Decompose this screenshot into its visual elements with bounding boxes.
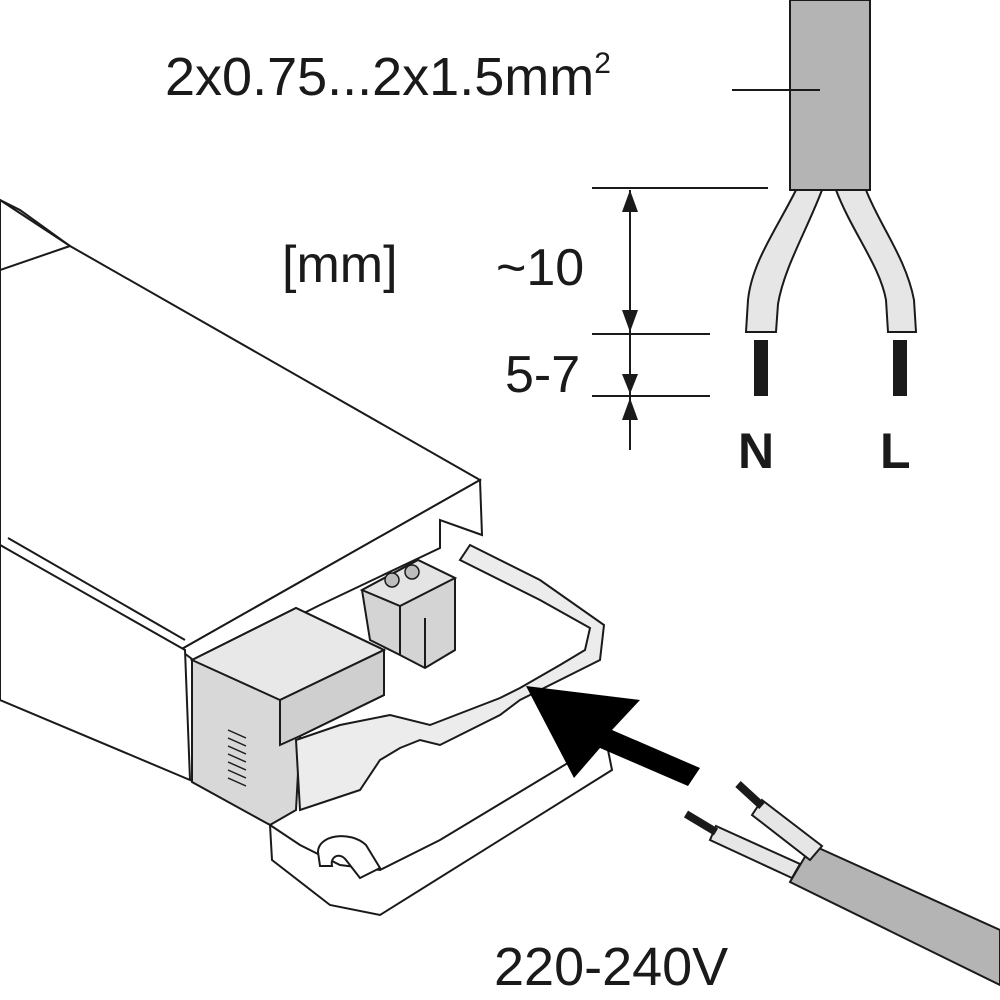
strain-relief-frame — [294, 543, 606, 812]
housing-long-edge — [7, 537, 186, 641]
dim-arrow-down-strip — [622, 374, 638, 394]
conductor-l — [893, 340, 907, 396]
mains-wire-upper — [750, 798, 824, 862]
mains-cable-sheath — [788, 843, 1000, 987]
conductor-strip-length-label: 5-7 — [505, 346, 580, 404]
terminal-release-right — [404, 564, 420, 580]
wire-l-insulation — [834, 189, 918, 333]
live-label: L — [880, 423, 911, 479]
dim-arrow-up-top — [622, 190, 638, 212]
dim-arrow-down-mid — [622, 310, 638, 332]
insert-arrow — [526, 686, 700, 786]
conductor-n — [754, 340, 768, 396]
terminal-block-side — [279, 648, 385, 747]
wire-gauge-label: 2x0.75...2x1.5mm2 — [165, 47, 611, 107]
dim-arrow-up-strip — [622, 398, 638, 420]
terminal-connector — [359, 558, 458, 670]
screw-slot — [316, 835, 382, 880]
cable-strip-detail — [592, 0, 918, 450]
cable-sheath — [789, 0, 871, 191]
terminal-release-left — [384, 572, 400, 588]
voltage-label: 220-240V — [494, 937, 728, 997]
mains-wire-lower — [708, 824, 802, 880]
unit-label: [mm] — [282, 236, 398, 294]
wire-n-insulation — [744, 189, 824, 333]
mains-conductor-upper — [735, 781, 765, 809]
driver-housing — [0, 198, 614, 917]
mains-conductor-lower — [683, 810, 719, 836]
mains-cable — [683, 781, 1000, 987]
neutral-label: N — [738, 423, 774, 479]
sheath-strip-length-label: ~10 — [496, 239, 584, 297]
housing-bottom-face — [0, 543, 192, 782]
housing-front-edge — [0, 245, 71, 271]
vent-slits — [227, 729, 247, 787]
